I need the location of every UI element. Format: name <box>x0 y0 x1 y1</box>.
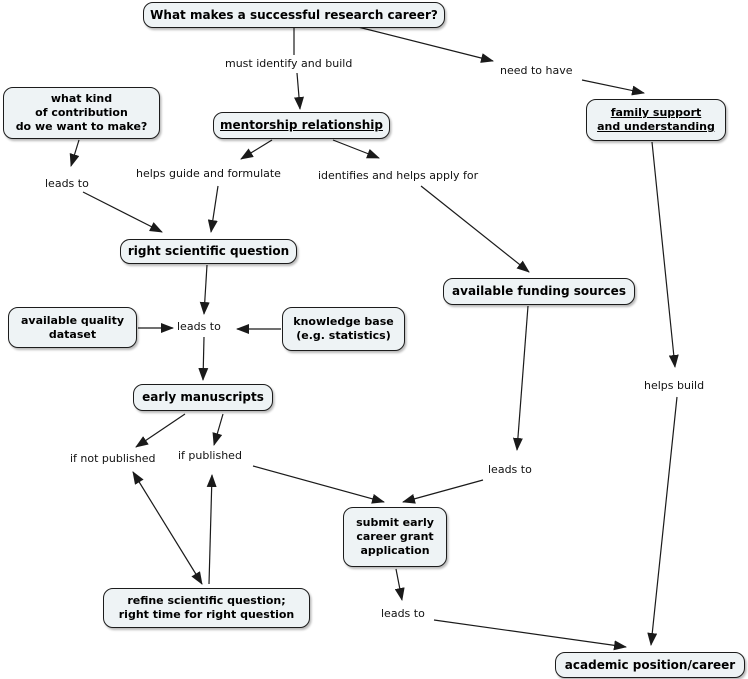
node-grant-application[interactable]: submit early career grant application <box>343 507 447 567</box>
connector <box>198 336 209 381</box>
connector <box>199 264 210 315</box>
node-refine-question[interactable]: refine scientific question; right time f… <box>103 588 310 628</box>
edge-label-if-not-published[interactable]: if not published <box>70 452 156 465</box>
edge-label-helps-build[interactable]: helps build <box>644 379 705 392</box>
node-academic-position[interactable]: academic position/career <box>555 652 745 678</box>
connector <box>206 474 217 585</box>
connector <box>420 185 530 273</box>
edge-label-identifies-and-helps-apply[interactable]: identifies and helps apply for <box>318 169 479 182</box>
edge-label-leads-to-4[interactable]: leads to <box>381 607 425 620</box>
connector <box>512 305 529 451</box>
node-quality-dataset[interactable]: available quality dataset <box>8 307 137 348</box>
connector <box>132 471 203 585</box>
edge-label-leads-to-3[interactable]: leads to <box>488 463 532 476</box>
connector <box>402 479 484 504</box>
node-early-manuscripts[interactable]: early manuscripts <box>133 384 273 411</box>
edge-label-helps-guide-and-formulate[interactable]: helps guide and formulate <box>136 167 281 180</box>
connector <box>135 413 186 448</box>
node-family-support[interactable]: family support and understanding <box>586 99 726 141</box>
edge-label-if-published[interactable]: if published <box>178 449 242 462</box>
connector <box>651 141 679 368</box>
connector <box>207 185 219 233</box>
node-contribution[interactable]: what kind of contribution do we want to … <box>3 87 160 139</box>
connector <box>394 568 405 601</box>
edge-label-leads-to-2[interactable]: leads to <box>177 320 221 333</box>
node-mentorship[interactable]: mentorship relationship <box>213 112 390 139</box>
connector <box>581 79 645 96</box>
connector <box>357 26 494 63</box>
edge-label-must-identify-and-build[interactable]: must identify and build <box>225 57 353 70</box>
connector <box>240 139 273 160</box>
connector <box>69 139 80 167</box>
connector <box>332 139 380 159</box>
connector <box>82 191 163 233</box>
node-knowledge-base[interactable]: knowledge base (e.g. statistics) <box>282 307 405 351</box>
connector <box>252 465 385 504</box>
connector <box>647 396 678 646</box>
edge-label-need-to-have[interactable]: need to have <box>500 64 573 77</box>
node-main-question[interactable]: What makes a successful research career? <box>143 2 445 28</box>
connector <box>294 72 304 110</box>
node-right-question[interactable]: right scientific question <box>120 239 297 264</box>
node-funding-sources[interactable]: available funding sources <box>443 278 635 305</box>
connector <box>433 619 627 651</box>
connector <box>212 413 224 446</box>
edge-label-leads-to-1[interactable]: leads to <box>45 177 89 190</box>
